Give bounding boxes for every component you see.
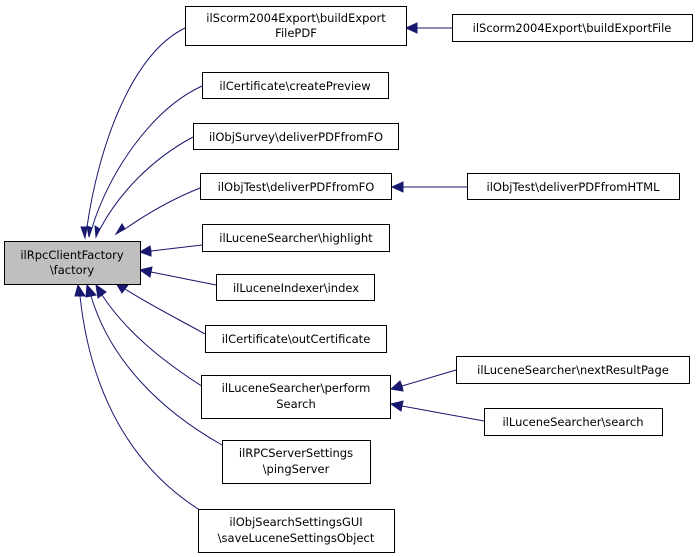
edges	[74, 22, 485, 516]
node-label-line: ilLuceneSearcher\search	[502, 415, 643, 429]
node-label-line: ilLuceneIndexer\index	[233, 281, 359, 295]
edge-cert-out-to-factory	[115, 282, 206, 335]
node-certificate-create-preview[interactable]: ilCertificate\createPreview	[202, 72, 389, 99]
node-label-line: \pingServer	[263, 462, 330, 476]
node-rpc-server-settings-ping-server[interactable]: ilRPCServerSettings \pingServer	[222, 440, 371, 484]
node-label-line: ilScorm2004Export\buildExport	[206, 11, 386, 25]
node-test-deliver-pdf-from-html[interactable]: ilObjTest\deliverPDFfromHTML	[467, 173, 680, 200]
edge-cert-preview-to-factory	[86, 85, 203, 238]
node-search-settings-gui-save-lucene[interactable]: ilObjSearchSettingsGUI \saveLuceneSettin…	[198, 509, 395, 553]
node-label-line: ilLuceneSearcher\nextResultPage	[477, 363, 669, 377]
node-label-line: \factory	[50, 263, 95, 277]
node-label-line: ilObjSearchSettingsGUI	[229, 515, 362, 529]
node-label-line: ilRpcClientFactory	[20, 248, 123, 262]
edge-search-gui-save-to-factory	[74, 283, 209, 516]
node-label-line: ilLuceneSearcher\highlight	[219, 231, 373, 245]
node-label-line: ilObjTest\deliverPDFfromHTML	[487, 180, 661, 194]
node-label-line: ilObjSurvey\deliverPDFfromFO	[209, 130, 383, 144]
node-scorm-build-export-file[interactable]: ilScorm2004Export\buildExportFile	[452, 14, 693, 42]
edge-rpc-ping-to-factory	[85, 283, 223, 446]
nodes: ilRpcClientFactory \factory ilScorm2004E…	[4, 6, 693, 553]
edge-test-deliver-fo-to-factory	[114, 187, 201, 236]
node-label-line: FilePDF	[275, 26, 317, 40]
node-lucene-searcher-perform-search[interactable]: ilLuceneSearcher\perform Search	[201, 375, 391, 419]
node-lucene-searcher-next-result-page[interactable]: ilLuceneSearcher\nextResultPage	[456, 356, 690, 384]
edge-lucene-perform-to-factory	[95, 283, 209, 391]
edge-lucene-next-to-lucene-perform	[389, 369, 457, 392]
edge-lucene-index-to-factory	[138, 266, 217, 286]
edge-lucene-search-to-lucene-perform	[389, 400, 485, 422]
node-label-line: ilCertificate\createPreview	[219, 79, 370, 93]
node-scorm-build-export-filepdf[interactable]: ilScorm2004Export\buildExport FilePDF	[185, 6, 407, 46]
node-lucene-searcher-search[interactable]: ilLuceneSearcher\search	[484, 408, 663, 436]
node-label-line: ilLuceneSearcher\perform	[222, 381, 371, 395]
edge-survey-deliver-to-factory	[94, 136, 194, 239]
edge-test-deliver-html-to-test-deliver-fo	[390, 181, 467, 193]
node-label-line: ilObjTest\deliverPDFfromFO	[218, 180, 375, 194]
node-label-line: ilScorm2004Export\buildExportFile	[473, 21, 672, 35]
node-label-line: \saveLuceneSettingsObject	[218, 531, 375, 545]
node-test-deliver-pdf-from-fo[interactable]: ilObjTest\deliverPDFfromFO	[200, 173, 392, 200]
node-label-line: ilCertificate\outCertificate	[222, 332, 371, 346]
node-lucene-indexer-index[interactable]: ilLuceneIndexer\index	[216, 274, 375, 301]
node-survey-deliver-pdf-from-fo[interactable]: ilObjSurvey\deliverPDFfromFO	[193, 123, 399, 150]
node-root-factory[interactable]: ilRpcClientFactory \factory	[4, 241, 141, 285]
node-certificate-out-certificate[interactable]: ilCertificate\outCertificate	[205, 325, 387, 353]
node-lucene-searcher-highlight[interactable]: ilLuceneSearcher\highlight	[202, 224, 390, 252]
node-label-line: Search	[276, 397, 316, 411]
node-label-line: ilRPCServerSettings	[239, 446, 353, 460]
edge-scorm-build-file-to-scorm-build-pdf	[404, 22, 452, 34]
edge-lucene-highlight-to-factory	[138, 244, 203, 257]
edge-scorm-build-pdf-to-factory	[80, 27, 186, 240]
